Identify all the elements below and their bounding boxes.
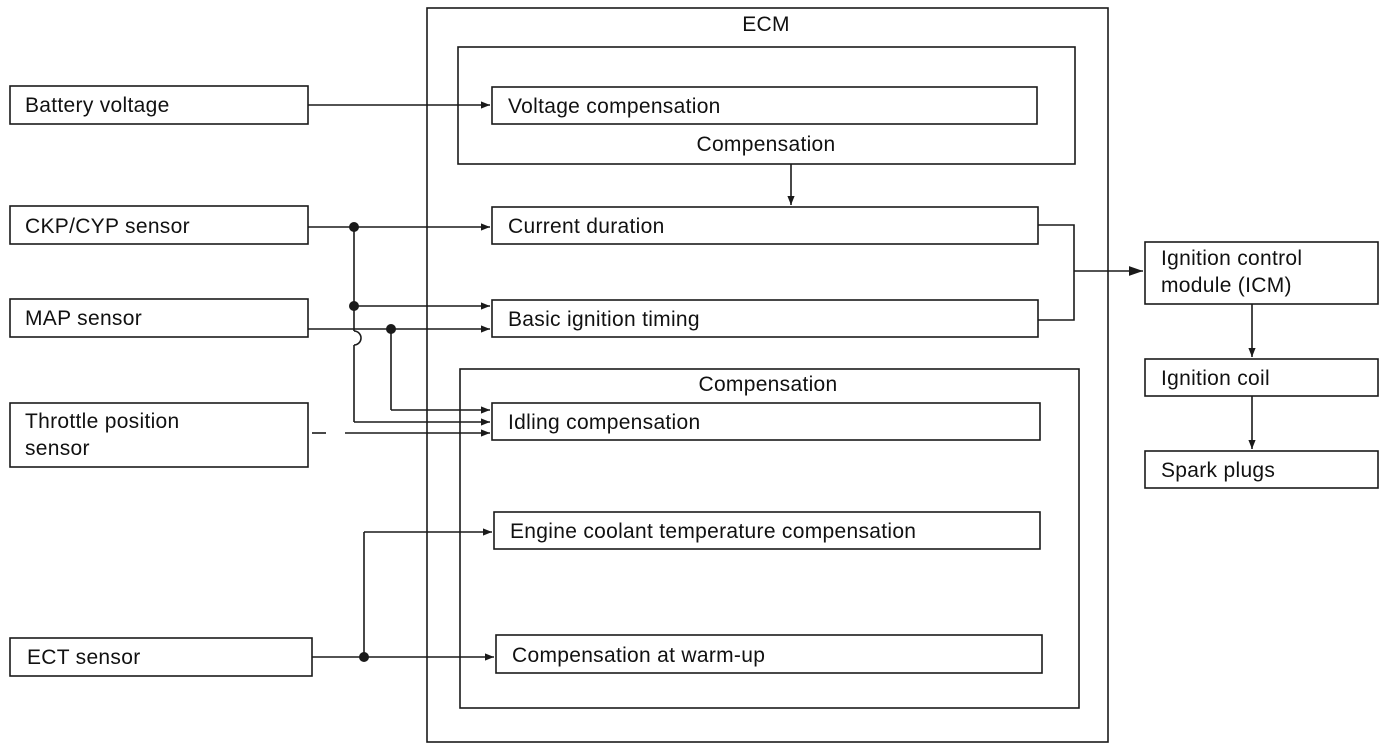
spark-plugs-label: Spark plugs <box>1161 459 1275 482</box>
output-spark-plugs: Spark plugs <box>1144 450 1379 489</box>
output-ignition-coil: Ignition coil <box>1144 358 1379 397</box>
input-ckp-cyp-sensor: CKP/CYP sensor <box>9 205 309 245</box>
ckp-cyp-sensor-label: CKP/CYP sensor <box>25 215 190 238</box>
ecm-title: ECM <box>742 13 790 36</box>
input-ect-sensor: ECT sensor <box>9 637 313 677</box>
ckp-junction-dot <box>349 222 359 232</box>
battery-voltage-label: Battery voltage <box>25 94 170 117</box>
lower-compensation-group: Compensation <box>459 368 1080 709</box>
function-idling-compensation: Idling compensation <box>491 402 1041 441</box>
ecm-block: ECM <box>426 7 1109 743</box>
function-compensation-at-warm-up: Compensation at warm-up <box>495 634 1043 674</box>
output-ignition-control-module: Ignition control module (ICM) <box>1144 241 1379 305</box>
ignition-coil-label: Ignition coil <box>1161 367 1270 390</box>
lower-compensation-frame <box>459 368 1080 709</box>
function-voltage-compensation: Voltage compensation <box>491 86 1038 125</box>
input-map-sensor: MAP sensor <box>9 298 309 338</box>
map-sensor-label: MAP sensor <box>25 307 142 330</box>
throttle-position-label-line2: sensor <box>25 437 90 460</box>
current-duration-label: Current duration <box>508 215 665 238</box>
input-throttle-position-sensor: Throttle position sensor <box>9 402 309 468</box>
timing-merge-bracket <box>1038 224 1075 321</box>
icm-label-line1: Ignition control <box>1161 247 1302 270</box>
connectors <box>308 101 1256 662</box>
ckp-bus-crossover <box>353 330 362 346</box>
upper-compensation-label: Compensation <box>696 133 835 156</box>
throttle-position-label-line1: Throttle position <box>25 410 180 433</box>
function-basic-ignition-timing: Basic ignition timing <box>491 299 1039 338</box>
ect-sensor-label: ECT sensor <box>27 646 141 669</box>
ecm-frame <box>426 7 1109 743</box>
idling-compensation-label: Idling compensation <box>508 411 701 434</box>
icm-label-line2: module (ICM) <box>1161 274 1292 297</box>
ect-junction-dot <box>359 652 369 662</box>
lower-compensation-label: Compensation <box>698 373 837 396</box>
voltage-compensation-label: Voltage compensation <box>508 95 721 118</box>
input-battery-voltage: Battery voltage <box>9 85 309 125</box>
ckp-timing-junction-dot <box>349 301 359 311</box>
function-current-duration: Current duration <box>491 206 1039 245</box>
map-junction-dot <box>386 324 396 334</box>
basic-ignition-timing-label: Basic ignition timing <box>508 308 700 331</box>
compensation-at-warm-up-label: Compensation at warm-up <box>512 644 765 667</box>
engine-coolant-temperature-compensation-label: Engine coolant temperature compensation <box>510 520 916 543</box>
function-engine-coolant-temperature-compensation: Engine coolant temperature compensation <box>493 511 1041 550</box>
